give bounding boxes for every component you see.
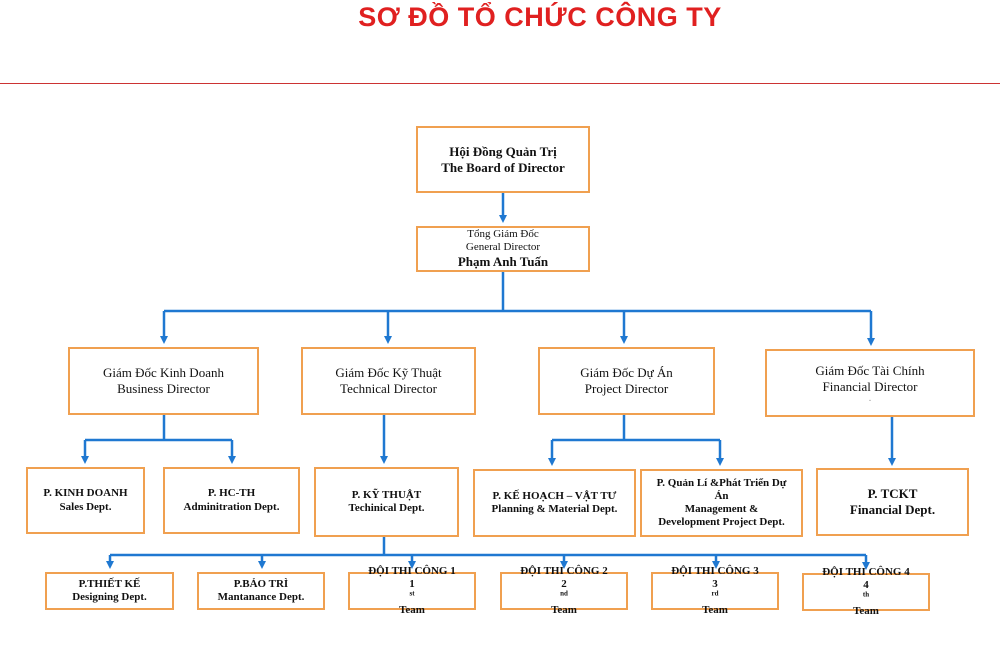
director-title-en: Business Director (117, 381, 210, 396)
team-name-vi: ĐỘI THI CÔNG 3 (671, 564, 759, 577)
dept-name-vi: P. Quản Lí &Phát Triển Dự Án (656, 476, 787, 502)
team-number: 2 (561, 577, 567, 590)
team-number: 1 (409, 577, 415, 590)
admin-dept-box: P. HC-TH Adminitration Dept. (163, 467, 300, 534)
technical-director-box: Giám Đốc Kỹ Thuật Technical Director (301, 347, 476, 415)
team-ordinal-suffix: st (409, 589, 415, 598)
director-title-vi: Giám Đốc Dự Án (580, 365, 673, 381)
team-word: Team (853, 605, 879, 618)
director-title-vi: Giám Đốc Kỹ Thuật (335, 365, 442, 381)
dept-name-vi: P. KẾ HOẠCH – VẬT TƯ (492, 489, 617, 502)
dept-name-en: Financial Dept. (849, 502, 936, 517)
team-number: 4 (863, 578, 869, 591)
title-divider (0, 83, 1000, 84)
director-title-en: Project Director (584, 381, 669, 396)
tckt-dept-box: P. TCKT Financial Dept. (816, 468, 969, 536)
planning-dept-box: P. KẾ HOẠCH – VẬT TƯ Planning & Material… (473, 469, 636, 537)
project-director-box: Giám Đốc Dự Án Project Director (538, 347, 715, 415)
team-number: 3 (712, 577, 718, 590)
team-ordinal-suffix: rd (711, 589, 719, 598)
director-title-en: Technical Director (340, 381, 437, 396)
business-director-box: Giám Đốc Kinh Doanh Business Director (68, 347, 259, 415)
management-dept-box: P. Quản Lí &Phát Triển Dự Án Management … (640, 469, 803, 537)
team-word: Team (399, 604, 425, 617)
board-title-en: The Board of Director (441, 159, 565, 175)
general-director-title-en: General Director (465, 241, 541, 254)
team-word: Team (551, 604, 577, 617)
dept-name-en: Planning & Material Dept. (491, 503, 618, 515)
board-box: Hội Đồng Quản Trị The Board of Director (416, 126, 590, 193)
dept-name-en: Adminitration Dept. (183, 500, 280, 513)
general-director-name: Phạm Anh Tuấn (457, 254, 549, 270)
technical-dept-box: P. KỸ THUẬT Techinical Dept. (314, 467, 459, 537)
director-note: . (868, 392, 872, 404)
team-ordinal-suffix: nd (560, 589, 568, 598)
board-title-vi: Hội Đồng Quản Trị (449, 143, 557, 159)
team-word: Team (702, 604, 728, 617)
general-director-title-vi: Tổng Giám Đốc (467, 228, 539, 241)
sales-dept-box: P. KINH DOANH Sales Dept. (26, 467, 145, 534)
team-name-en: Mantanance Dept. (217, 591, 305, 603)
team-name-vi: ĐỘI THI CÔNG 4 (822, 565, 910, 578)
dept-name-vi: P. TCKT (867, 486, 918, 502)
team-name-vi: P.BẢO TRÌ (233, 577, 289, 590)
financial-director-box: Giám Đốc Tài Chính Financial Director . (765, 349, 975, 417)
director-title-vi: Giám Đốc Tài Chính (815, 363, 925, 379)
team-name-vi: ĐỘI THI CÔNG 2 (520, 564, 608, 577)
dept-name-vi: P. HC-TH (207, 487, 256, 500)
team-name-en: Designing Dept. (72, 591, 147, 603)
maintenance-dept-box: P.BẢO TRÌ Mantanance Dept. (197, 572, 325, 610)
team-name-vi: P.THIẾT KẾ (78, 577, 141, 590)
director-title-vi: Giám Đốc Kinh Doanh (103, 365, 224, 381)
dept-name-vi: P. KINH DOANH (43, 487, 128, 500)
general-director-box: Tổng Giám Đốc General Director Phạm Anh … (416, 226, 590, 272)
team-name-vi: ĐỘI THI CÔNG 1 (368, 564, 456, 577)
dept-name-en: Sales Dept. (59, 500, 112, 513)
dept-name-en: Management & Development Project Dept. (658, 503, 785, 529)
page-title: SƠ ĐỒ TỔ CHỨC CÔNG TY (358, 2, 722, 32)
director-title-en: Financial Director (822, 379, 918, 394)
team-ordinal-suffix: th (862, 590, 870, 599)
design-dept-box: P.THIẾT KẾ Designing Dept. (45, 572, 174, 610)
dept-name-en: Techinical Dept. (348, 502, 425, 514)
dept-name-vi: P. KỸ THUẬT (351, 488, 422, 501)
